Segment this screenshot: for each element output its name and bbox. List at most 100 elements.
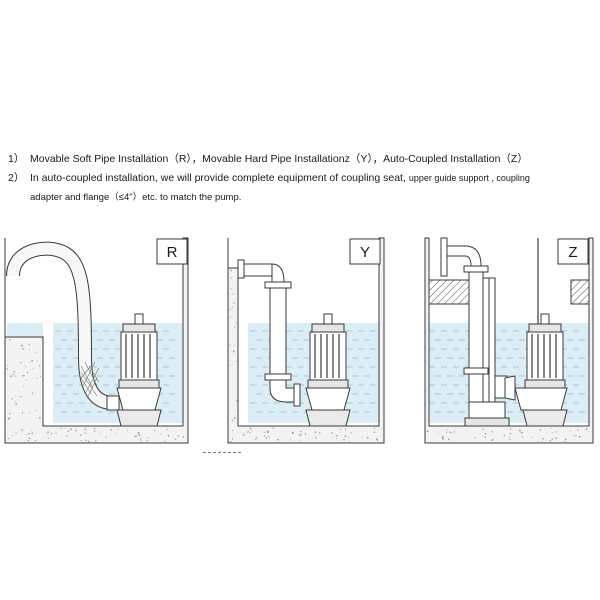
concrete-speckle xyxy=(138,433,140,436)
note-text-2b: upper guide support , coupling xyxy=(408,173,530,183)
concrete-speckle xyxy=(11,434,13,437)
concrete-speckle xyxy=(249,427,252,429)
concrete-speckle xyxy=(318,432,321,434)
concrete-speckle xyxy=(255,438,257,440)
concrete-speckle xyxy=(30,429,32,431)
concrete-speckle xyxy=(110,429,112,431)
concrete-speckle xyxy=(564,438,567,441)
concrete-speckle xyxy=(539,429,542,431)
concrete-speckle xyxy=(46,433,48,434)
concrete-speckle xyxy=(31,360,33,362)
wall-texture-bottom xyxy=(7,427,185,443)
concrete-speckle xyxy=(160,433,162,435)
concrete-speckle xyxy=(331,432,333,434)
concrete-speckle xyxy=(575,434,577,436)
concrete-speckle xyxy=(166,428,168,431)
concrete-speckle xyxy=(491,431,493,433)
concrete-speckle xyxy=(167,434,169,437)
concrete-speckle xyxy=(94,428,96,430)
concrete-speckle xyxy=(233,352,235,354)
concrete-speckle xyxy=(14,375,16,377)
concrete-speckle xyxy=(249,431,251,434)
concrete-speckle xyxy=(232,293,234,295)
concrete-speckle xyxy=(80,439,82,442)
concrete-speckle xyxy=(15,403,18,405)
concrete-speckle xyxy=(256,436,258,438)
panel-y-diagram: Y xyxy=(227,237,385,444)
concrete-speckle xyxy=(442,438,445,440)
concrete-speckle xyxy=(21,430,23,432)
concrete-speckle xyxy=(7,437,10,440)
concrete-speckle xyxy=(292,432,294,435)
water-body xyxy=(427,323,591,423)
concrete-speckle xyxy=(314,431,317,433)
concrete-speckle xyxy=(229,344,231,346)
pump xyxy=(106,313,162,427)
concrete-speckle xyxy=(146,440,148,442)
installation-notes: 1）Movable Soft Pipe Installation（R），Mova… xyxy=(8,150,593,207)
pit-wall xyxy=(227,237,385,444)
concrete-speckle xyxy=(31,432,34,435)
concrete-speckle xyxy=(139,438,142,440)
concrete-speckle xyxy=(47,431,49,433)
panel-label-r: R xyxy=(167,244,178,261)
concrete-speckle xyxy=(577,428,579,430)
concrete-speckle xyxy=(299,439,301,441)
concrete-speckle xyxy=(115,432,117,434)
concrete-speckle xyxy=(555,431,557,433)
hose-mesh xyxy=(80,361,100,399)
concrete-speckle xyxy=(70,428,72,430)
concrete-speckle xyxy=(492,438,494,441)
concrete-speckle xyxy=(27,439,30,442)
concrete-speckle xyxy=(343,438,345,441)
concrete-speckle xyxy=(234,378,236,380)
concrete-speckle xyxy=(231,288,233,290)
note-text-3: adapter and flange（≤4"）etc. to match the… xyxy=(30,192,242,203)
concrete-speckle xyxy=(6,368,8,370)
concrete-speckle xyxy=(585,428,588,431)
concrete-speckle xyxy=(333,435,335,437)
concrete-speckle xyxy=(28,412,31,414)
concrete-speckle xyxy=(233,410,235,412)
concrete-speckle xyxy=(174,438,177,440)
concrete-speckle xyxy=(229,364,231,366)
concrete-speckle xyxy=(289,439,291,441)
concrete-speckle xyxy=(508,436,510,438)
concrete-speckle xyxy=(574,435,576,437)
concrete-speckle xyxy=(555,437,558,439)
upper-slab-left xyxy=(428,279,470,305)
concrete-speckle xyxy=(39,375,42,377)
concrete-speckle xyxy=(182,436,184,438)
concrete-speckle xyxy=(231,306,233,309)
concrete-speckle xyxy=(578,436,581,438)
concrete-speckle xyxy=(569,430,571,432)
concrete-speckle xyxy=(93,430,96,432)
concrete-speckle xyxy=(446,431,448,433)
concrete-speckle xyxy=(12,373,15,375)
concrete-speckle xyxy=(491,439,493,441)
concrete-speckle xyxy=(14,401,16,403)
concrete-speckle xyxy=(229,316,232,318)
concrete-speckle xyxy=(243,432,245,434)
concrete-speckle xyxy=(381,427,383,429)
concrete-speckle xyxy=(85,439,87,442)
concrete-speckle xyxy=(251,429,253,431)
wall-texture-bottom xyxy=(426,427,589,443)
concrete-speckle xyxy=(474,437,476,439)
concrete-speckle xyxy=(13,371,16,373)
concrete-speckle xyxy=(140,440,142,442)
concrete-speckle xyxy=(168,435,170,437)
concrete-speckle xyxy=(350,432,352,434)
panel-label-box xyxy=(156,238,188,265)
concrete-speckle xyxy=(449,431,451,433)
pump xyxy=(514,313,568,427)
concrete-speckle xyxy=(28,349,30,351)
concrete-speckle xyxy=(55,432,57,434)
concrete-speckle xyxy=(229,440,232,443)
concrete-speckle xyxy=(7,365,9,367)
note-number-1: 1） xyxy=(8,153,25,165)
concrete-speckle xyxy=(50,432,53,435)
concrete-speckle xyxy=(557,429,559,431)
concrete-speckle xyxy=(233,326,235,328)
concrete-speckle xyxy=(519,431,521,433)
